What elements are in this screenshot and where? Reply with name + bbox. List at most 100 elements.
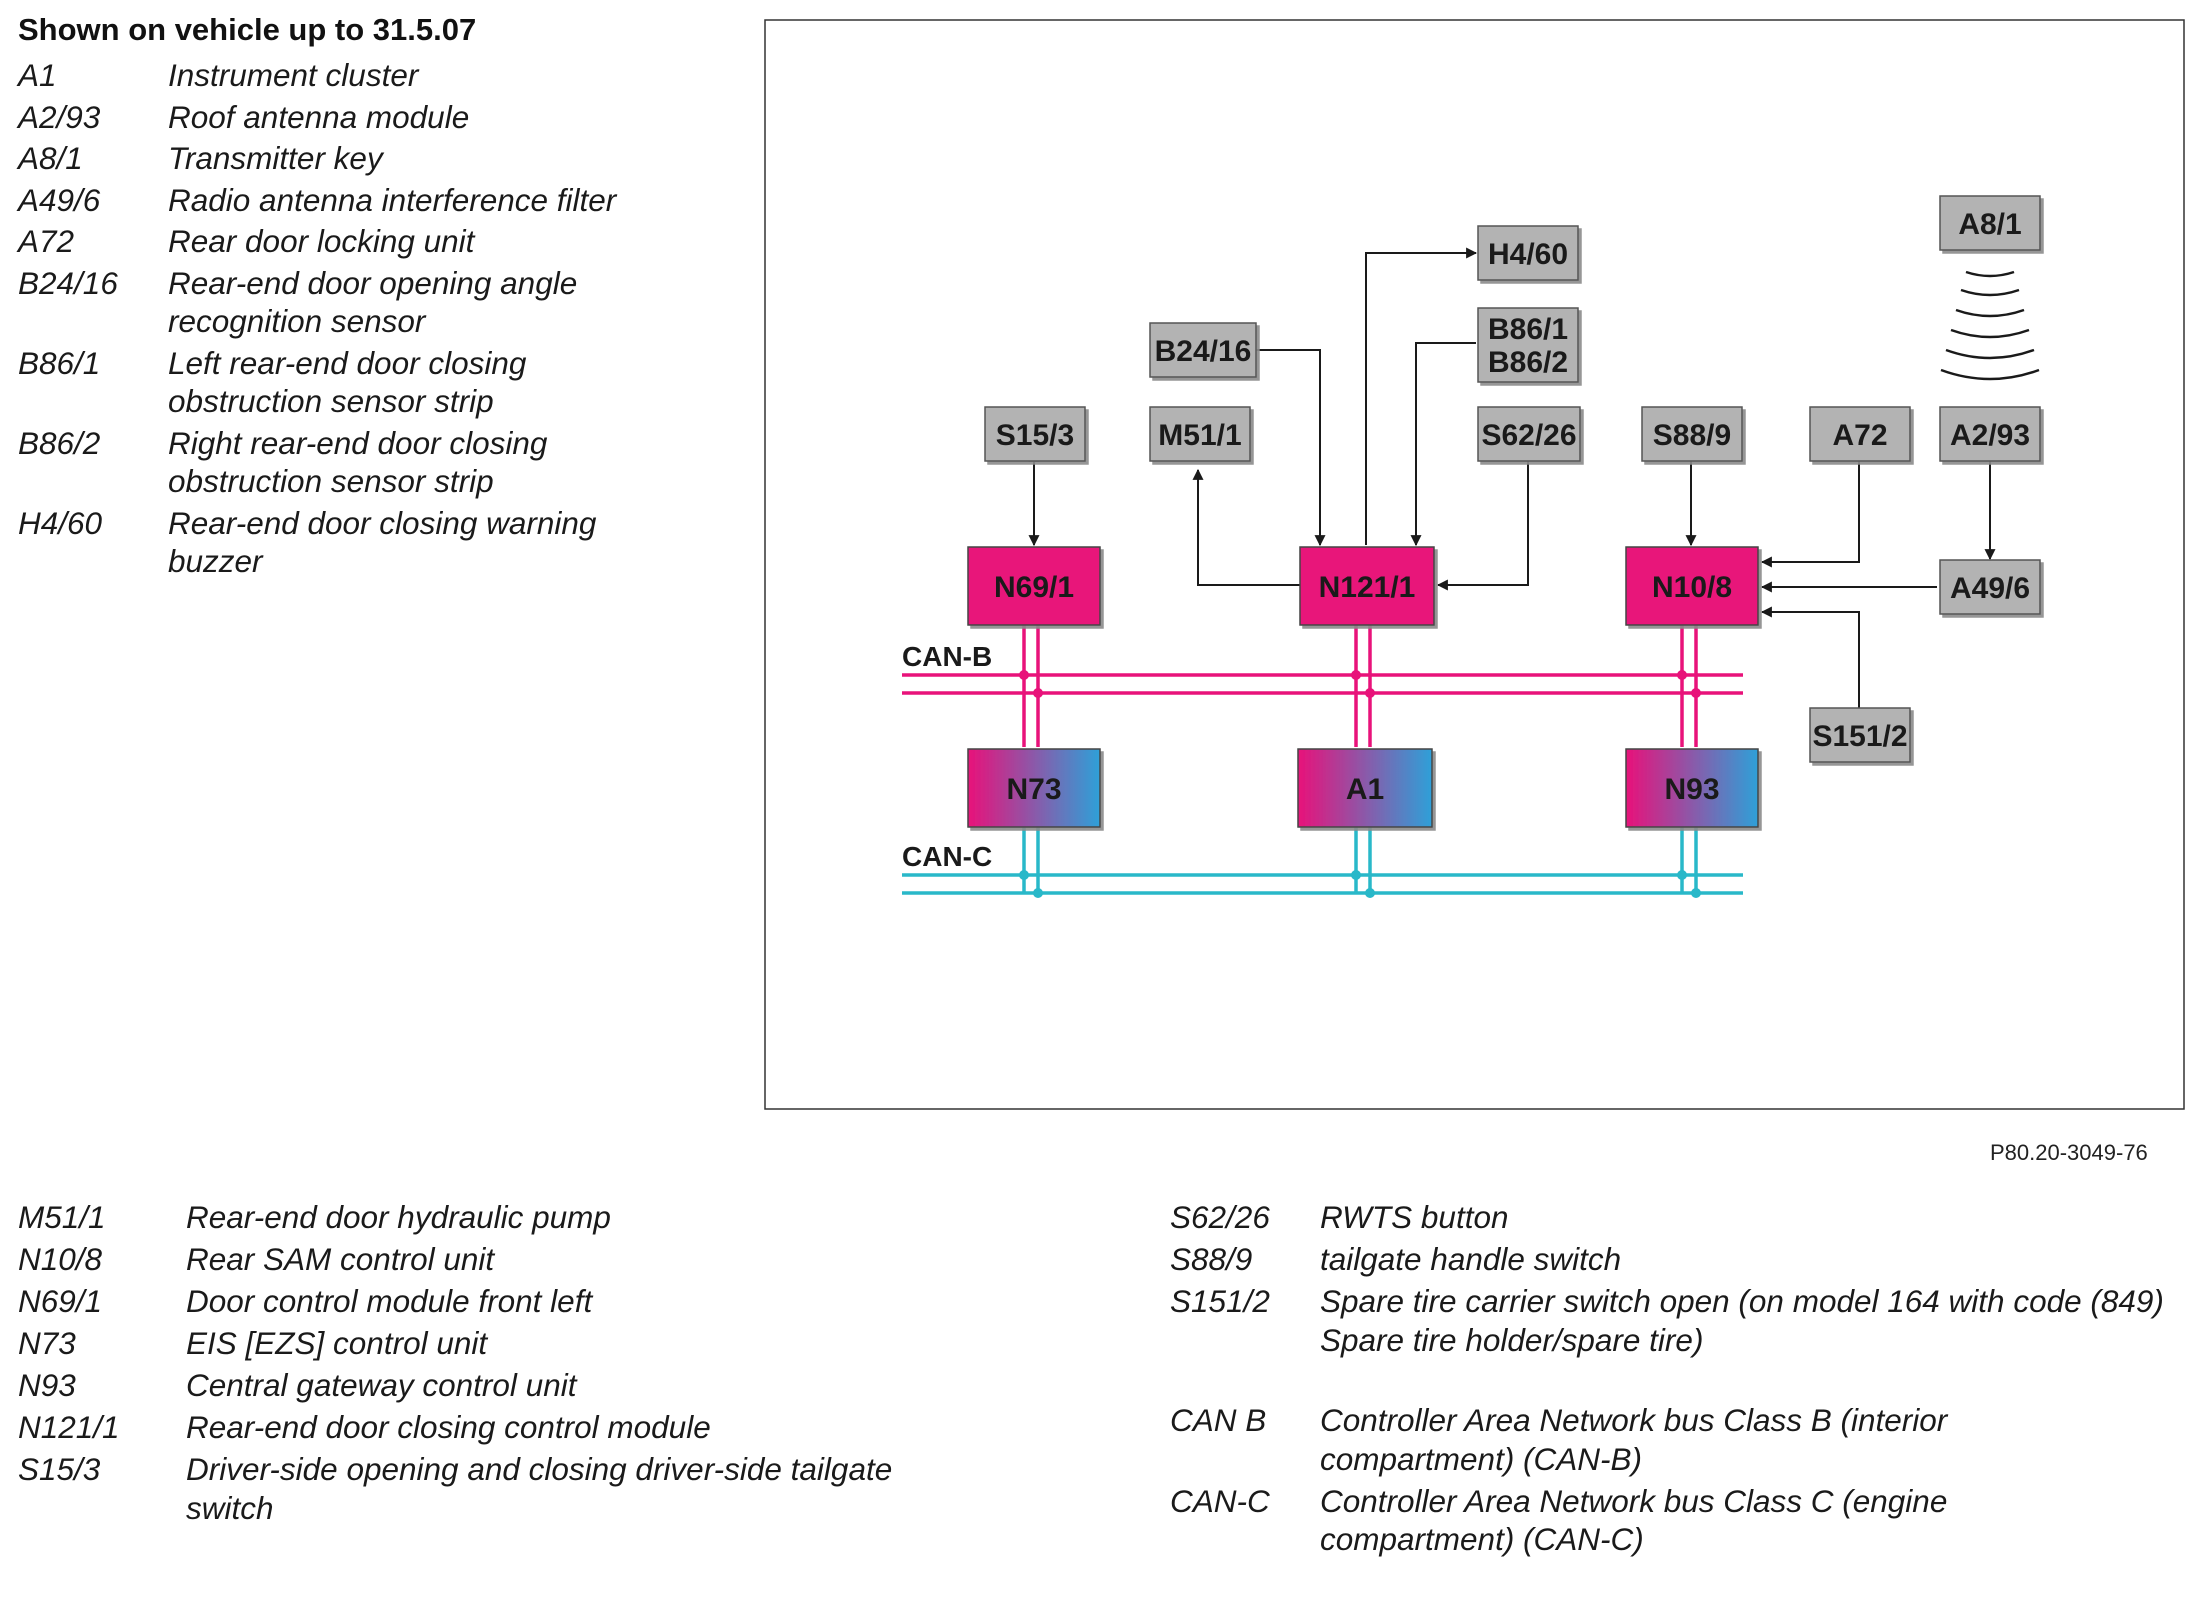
component-a49-6: A49/6: [1939, 559, 2041, 615]
module-n121-1: N121/1: [1299, 546, 1435, 626]
legend-row: B86/1 Left rear-end door closing obstruct…: [18, 344, 668, 421]
legend-desc: Rear SAM control unit: [186, 1241, 495, 1277]
component-label: A2/93: [1950, 419, 2030, 452]
legend-desc: Rear-end door hydraulic pump: [186, 1199, 611, 1235]
can-c-label: CAN-C: [902, 841, 992, 872]
legend-desc: Rear-end door opening angle recognition …: [168, 264, 578, 340]
legend-code: A1: [18, 57, 57, 93]
legend-code: B86/1: [18, 344, 101, 381]
bus-drops: [1022, 625, 1698, 893]
legend-desc: Spare tire carrier switch open (on model…: [1320, 1283, 2164, 1358]
module-label: N10/8: [1652, 571, 1732, 604]
legend-row: B86/2 Right rear-end door closing obstruc…: [18, 424, 668, 501]
legend-top: A1 Instrument cluster A2/93 Roof antenna m…: [18, 56, 668, 584]
component-label: A72: [1832, 419, 1887, 452]
component-label: M51/1: [1158, 419, 1241, 452]
legend-row: S151/2 Spare tire carrier switch open (on…: [1170, 1282, 2180, 1359]
legend-row: A8/1 Transmitter key: [18, 139, 668, 178]
legend-desc: Door control module front left: [186, 1283, 593, 1319]
component-label: B86/1: [1488, 313, 1568, 346]
legend-code: B24/16: [18, 264, 118, 301]
legend-code: S88/9: [1170, 1241, 1253, 1277]
page-heading: Shown on vehicle up to 31.5.07: [18, 12, 477, 47]
component-b24-16: B24/16: [1149, 322, 1257, 378]
legend-code: S15/3: [18, 1451, 101, 1487]
module-a1: A1: [1297, 748, 1433, 828]
legend-desc: Driver-side opening and closing driver-s…: [186, 1451, 893, 1526]
legend-code: N121/1: [18, 1409, 120, 1445]
legend-desc: RWTS button: [1320, 1199, 1509, 1235]
legend-code: A8/1: [18, 140, 83, 176]
legend-desc: tailgate handle switch: [1320, 1241, 1622, 1277]
legend-row: A2/93 Roof antenna module: [18, 98, 668, 137]
legend-bottom-right: S62/26 RWTS button S88/9 tailgate handle s…: [1170, 1198, 2180, 1562]
bus-junction-dots: [1019, 670, 1701, 898]
component-label: H4/60: [1488, 238, 1568, 271]
legend-desc: EIS [EZS] control unit: [186, 1325, 488, 1361]
legend-row: M51/1 Rear-end door hydraulic pump: [18, 1198, 998, 1237]
component-label: S15/3: [996, 419, 1074, 452]
legend-desc: Central gateway control unit: [186, 1367, 577, 1403]
legend-desc: Radio antenna interference filter: [168, 181, 617, 218]
component-label: B86/2: [1488, 346, 1568, 379]
legend-code: N73: [18, 1325, 76, 1361]
legend-desc: Rear-end door closing warning buzzer: [168, 504, 597, 580]
legend-code: N69/1: [18, 1283, 103, 1319]
legend-desc: Roof antenna module: [168, 98, 470, 135]
legend-row: B24/16 Rear-end door opening angle recogn…: [18, 264, 668, 341]
legend-desc: Rear-end door closing control module: [186, 1409, 711, 1445]
module-n73: N73: [967, 748, 1101, 828]
legend-desc: Controller Area Network bus Class B (int…: [1320, 1402, 1948, 1477]
legend-row: N10/8 Rear SAM control unit: [18, 1240, 998, 1279]
module-label: N93: [1664, 773, 1719, 806]
legend-desc: Right rear-end door closing obstruction …: [168, 424, 548, 500]
legend-row: N69/1 Door control module front left: [18, 1282, 998, 1321]
component-a8-1: A8/1: [1939, 195, 2041, 251]
component-s62-26: S62/26: [1477, 406, 1581, 462]
legend-code: S151/2: [1170, 1283, 1270, 1319]
legend-row: N93 Central gateway control unit: [18, 1366, 998, 1405]
component-m51-1: M51/1: [1149, 406, 1251, 462]
diagram-frame: [764, 19, 2185, 1110]
legend-row: N73 EIS [EZS] control unit: [18, 1324, 998, 1363]
legend-row: S15/3 Driver-side opening and closing dri…: [18, 1450, 998, 1527]
module-label: N69/1: [994, 571, 1074, 604]
can-b-label: CAN-B: [902, 641, 992, 672]
legend-code: A2/93: [18, 98, 101, 135]
legend-code: N93: [18, 1367, 76, 1403]
module-n10-8: N10/8: [1625, 546, 1759, 626]
legend-code: M51/1: [18, 1199, 106, 1235]
legend-desc: Rear door locking unit: [168, 223, 475, 259]
legend-code: CAN-C: [1170, 1482, 1270, 1519]
component-s15-3: S15/3: [984, 406, 1086, 462]
module-label: N73: [1006, 773, 1061, 806]
component-label: A49/6: [1950, 572, 2030, 605]
component-b86-1-b86-2: B86/1 B86/2: [1477, 307, 1579, 383]
component-h4-60: H4/60: [1477, 225, 1579, 281]
legend-row: S62/26 RWTS button: [1170, 1198, 2180, 1237]
legend-code: S62/26: [1170, 1199, 1270, 1235]
component-a72: A72: [1809, 406, 1911, 462]
module-label: A1: [1346, 773, 1384, 806]
legend-desc: Transmitter key: [168, 140, 383, 176]
component-s151-2: S151/2: [1809, 707, 1911, 763]
legend-row: H4/60 Rear-end door closing warning buzze…: [18, 504, 668, 581]
legend-code: H4/60: [18, 504, 103, 541]
radio-waves-icon: [1940, 270, 2040, 381]
component-label: S88/9: [1653, 419, 1731, 452]
module-n69-1: N69/1: [967, 546, 1101, 626]
figure-reference: P80.20-3049-76: [1990, 1140, 2148, 1165]
legend-desc: Left rear-end door closing obstruction s…: [168, 344, 527, 420]
legend-code: N10/8: [18, 1241, 103, 1277]
legend-desc: Instrument cluster: [168, 57, 419, 93]
legend-row: A1 Instrument cluster: [18, 56, 668, 95]
component-label: B24/16: [1155, 335, 1252, 368]
legend-code: B86/2: [18, 424, 101, 461]
component-a2-93: A2/93: [1939, 406, 2041, 462]
legend-code: A49/6: [18, 181, 101, 218]
